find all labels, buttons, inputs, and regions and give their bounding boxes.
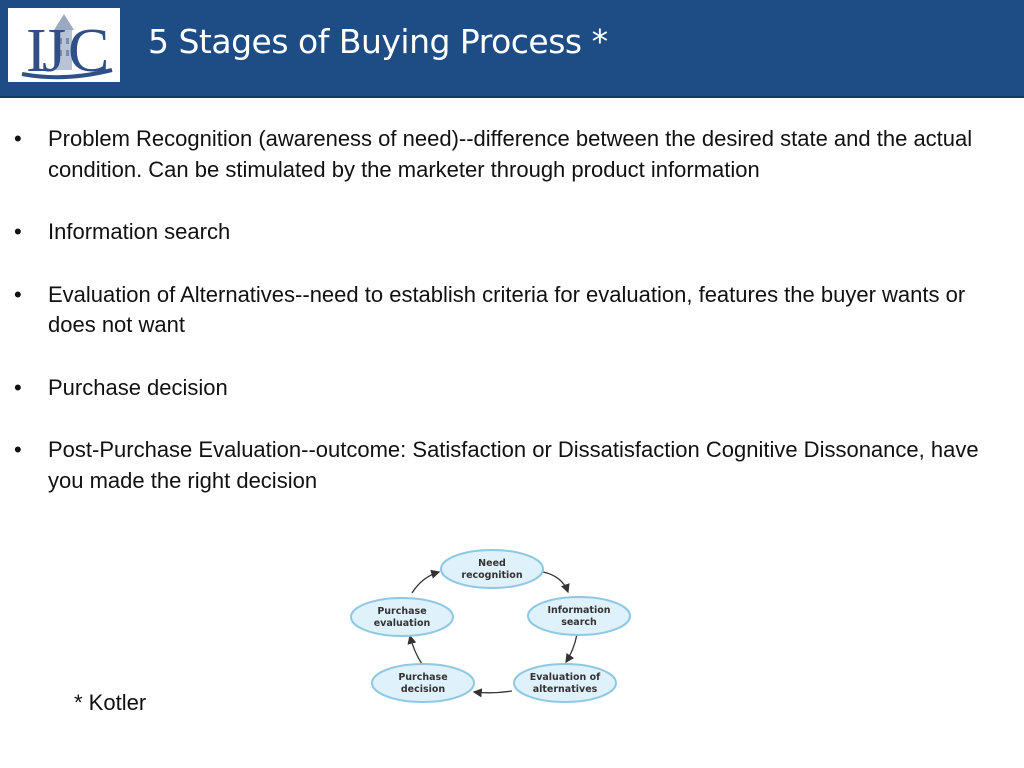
cycle-arrow [542, 571, 570, 594]
bullet-marker: • [14, 219, 22, 244]
node-purchase-evaluation: Purchase evaluation [350, 597, 454, 637]
node-label-line2: alternatives [533, 684, 598, 695]
node-label-line2: recognition [461, 570, 522, 581]
logo-letter-j: J [42, 17, 66, 82]
node-label-line1: Need [478, 558, 506, 569]
cycle-arrow [411, 569, 441, 594]
bullet-marker: • [14, 281, 22, 307]
node-label-line1: Evaluation of [530, 672, 601, 683]
node-label-line2: search [561, 617, 597, 628]
logo-letter-i: I [26, 17, 47, 82]
logo-image: I J C [21, 14, 113, 82]
bullet-item: • Problem Recognition (awareness of need… [0, 124, 1000, 185]
bullet-marker: • [14, 374, 22, 400]
node-label-line1: Information [547, 605, 610, 616]
bullet-text: Problem Recognition (awareness of need)-… [48, 126, 973, 182]
node-label-line2: decision [401, 684, 446, 695]
node-evaluation-of-alternatives: Evaluation of alternatives [513, 663, 617, 703]
bullet-text: Evaluation of Alternatives--need to esta… [48, 281, 966, 338]
buying-cycle-diagram: Need recognition Information search Eval… [350, 549, 631, 703]
slide-title: 5 Stages of Buying Process * [148, 22, 608, 61]
bullet-item: • Evaluation of Alternatives--need to es… [0, 280, 1000, 341]
node-label-line2: evaluation [374, 618, 431, 629]
bullet-text: Information search [48, 219, 231, 244]
title-bar: I J C 5 Stages of Buying Process * [0, 0, 1024, 98]
node-label-line1: Purchase [398, 672, 447, 683]
footnote: * Kotler [74, 690, 147, 715]
bullet-item: • Information search [0, 217, 1000, 248]
bullet-item: • Purchase decision [0, 373, 1000, 404]
node-need-recognition: Need recognition [440, 549, 544, 589]
bullet-text: Purchase decision [48, 374, 228, 400]
bullet-list: • Problem Recognition (awareness of need… [0, 124, 1000, 528]
node-information-search: Information search [527, 596, 631, 636]
cycle-arrow [472, 688, 513, 698]
bullet-item: • Post-Purchase Evaluation--outcome: Sat… [0, 435, 1000, 496]
node-label-line1: Purchase [377, 606, 426, 617]
tower-icon [54, 14, 74, 70]
bullet-marker: • [14, 437, 22, 462]
university-logo: I J C [8, 8, 120, 82]
bullet-text: Post-Purchase Evaluation--outcome: Satis… [48, 437, 979, 493]
cycle-arrow [565, 633, 578, 664]
node-purchase-decision: Purchase decision [371, 663, 475, 703]
cycle-arrow [407, 634, 423, 665]
bullet-marker: • [14, 126, 22, 151]
